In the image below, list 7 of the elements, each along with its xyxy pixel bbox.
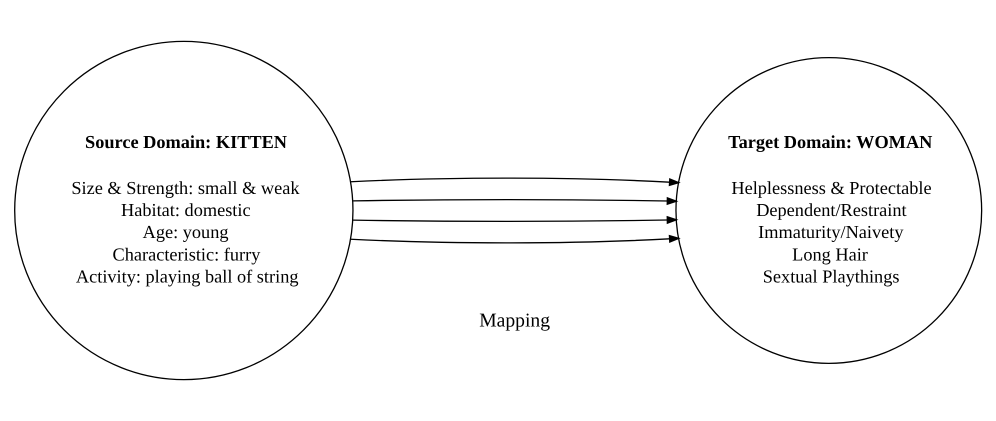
- arrow: [350, 234, 681, 244]
- node-circle: Source Domain: KITTEN Size & Strength: small & weak Habitat: domestic Age: young Characteristic: furry Activity: playing ball of string: [14, 40, 354, 380]
- arrow: [353, 196, 678, 206]
- arrow: [353, 216, 678, 224]
- arrow: [350, 177, 681, 186]
- node-circle: Target Domain: WOMAN Helplessness & Protectable Dependent/Restraint Immaturity/Naivety Long Hair Sextual Playthings: [675, 57, 982, 364]
- label: Mapping: [479, 310, 550, 332]
